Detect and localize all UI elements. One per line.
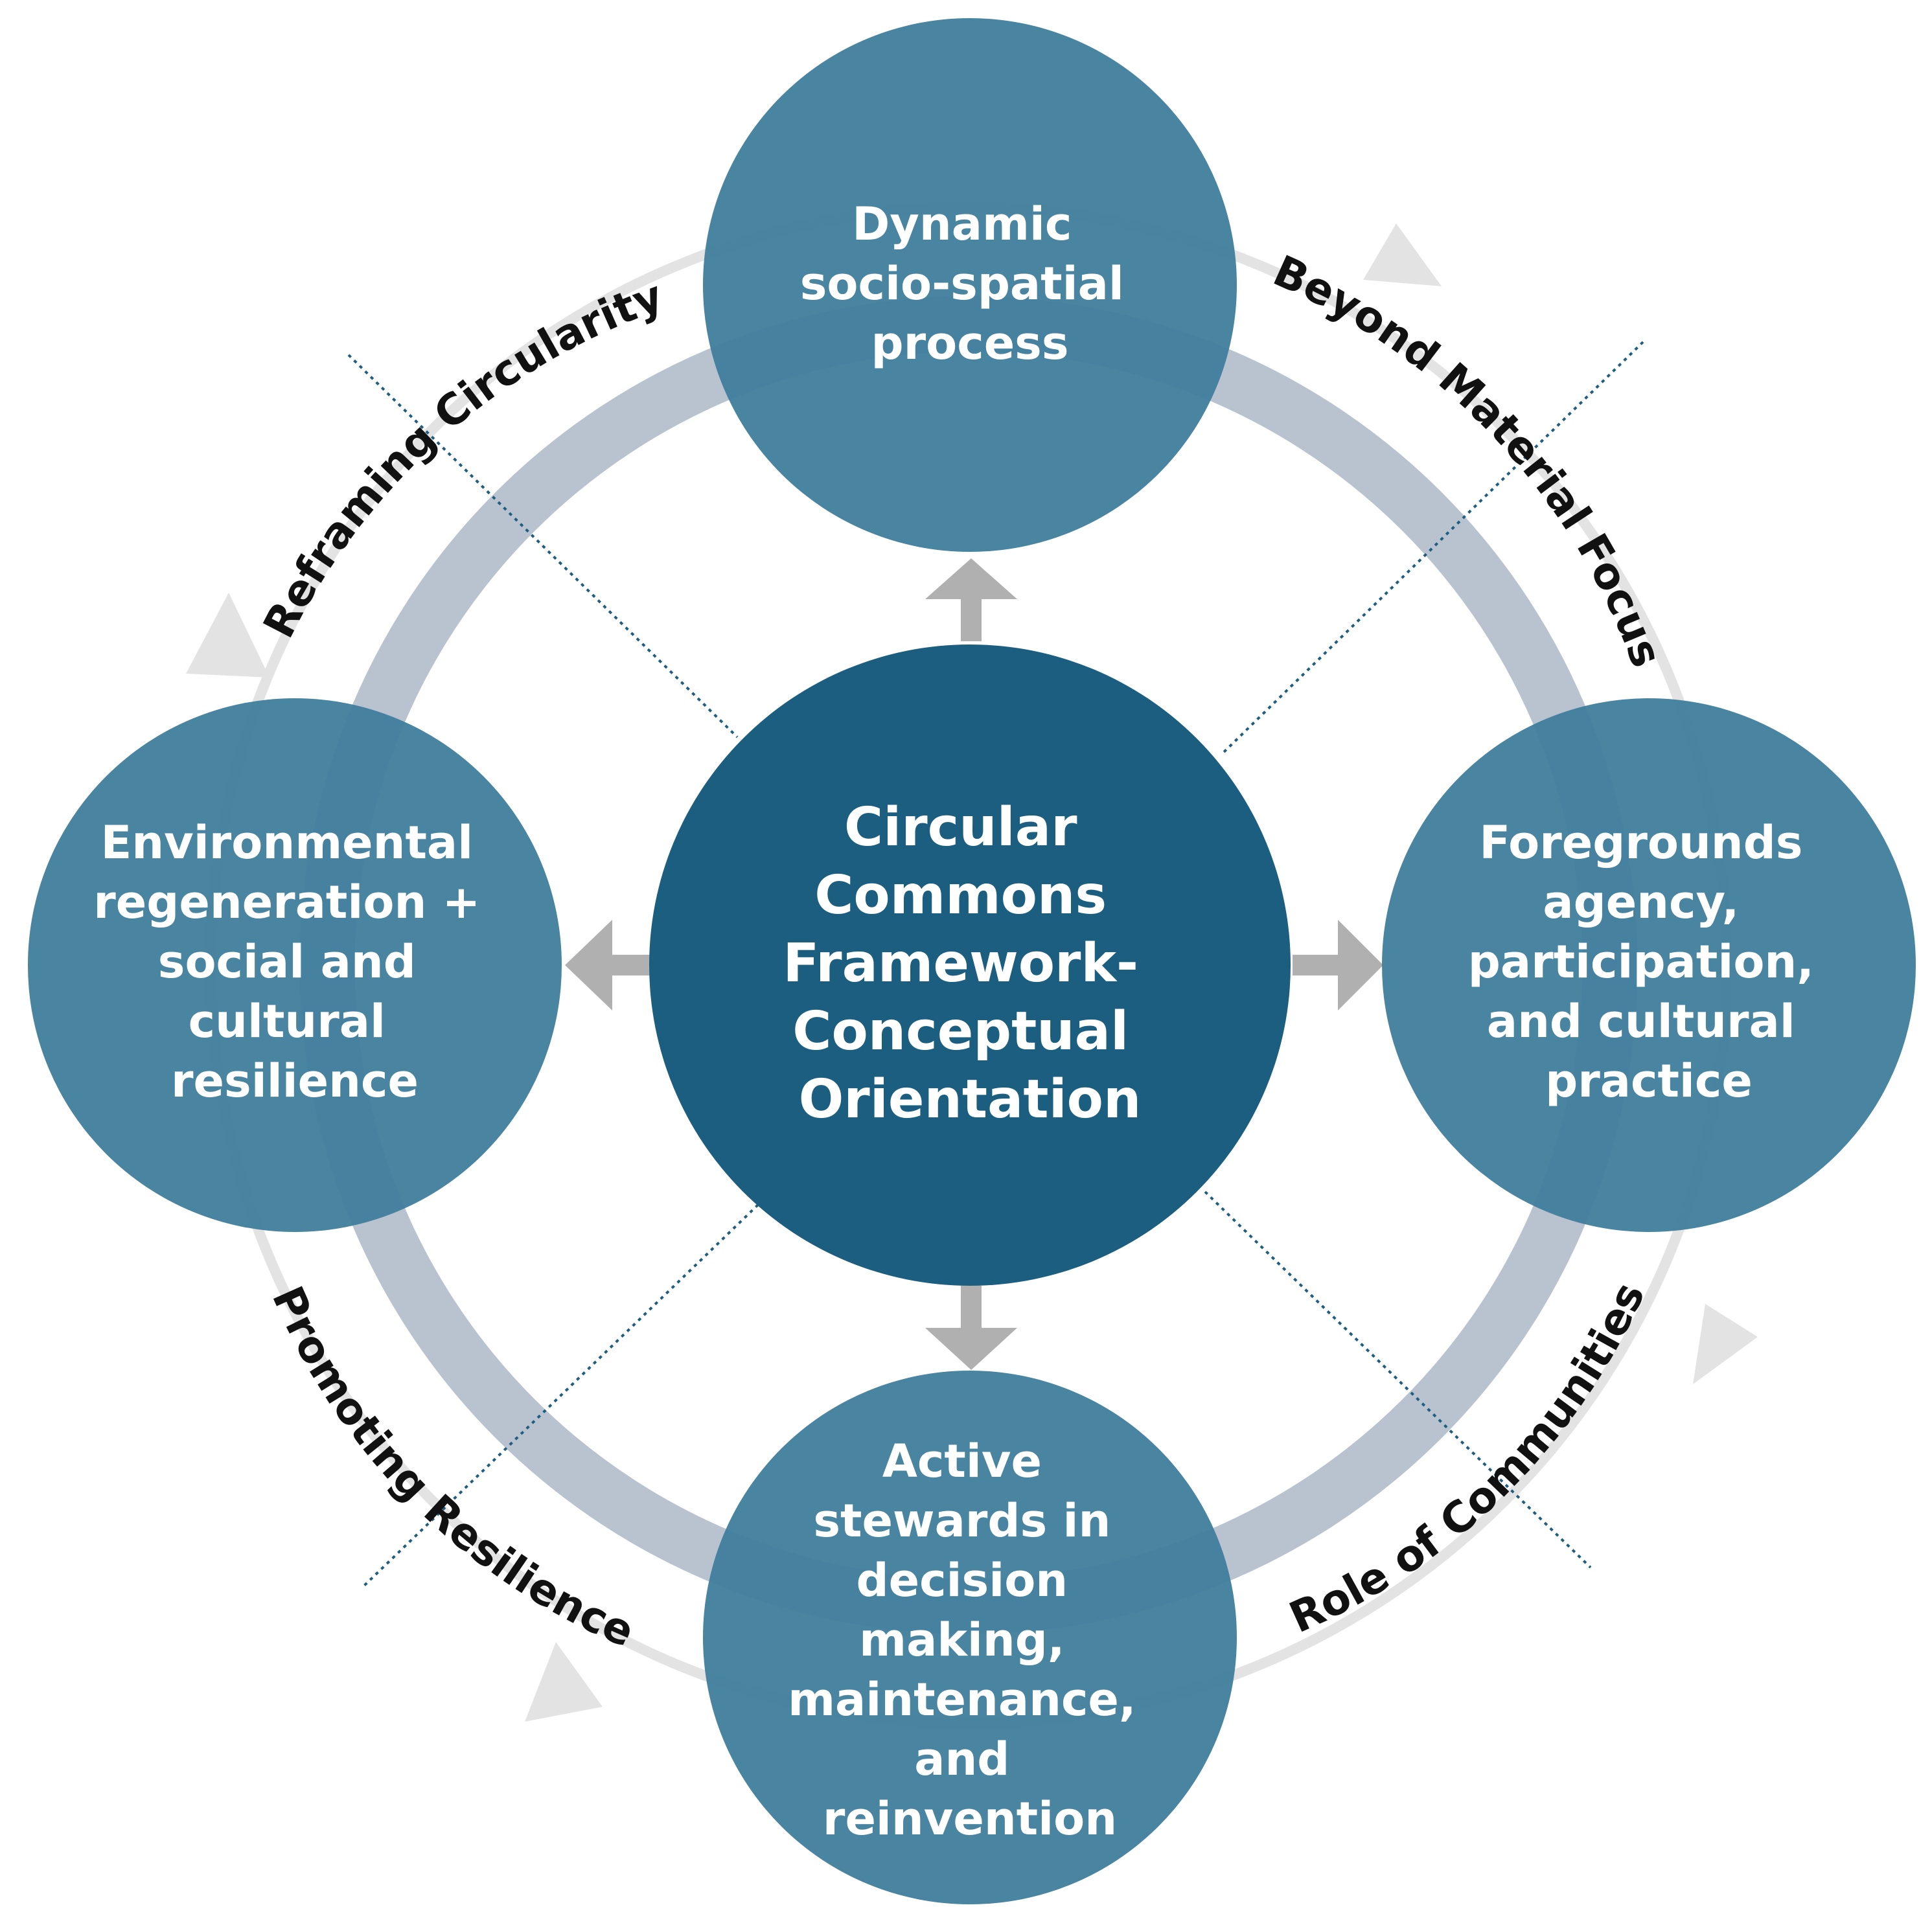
center-node: Circular Commons Framework- Conceptual O… [649,644,1291,1286]
center-circle [649,644,1291,1286]
node-left: Environmental regeneration + social and … [28,698,562,1232]
arrow-clockwise-icon [1693,1304,1758,1384]
divider-top-left [347,354,739,738]
diagonal-dividers [347,341,1644,1588]
divider-bottom-left [362,1203,759,1588]
arrow-up-icon [925,558,1017,641]
node-top-label: Dynamic socio-spatial process [800,198,1140,370]
arrow-clockwise-icon [186,593,270,678]
center-arrows [565,558,1383,1370]
outer-cycle-arrows [186,223,1758,1722]
node-left-circle [28,698,562,1232]
arrow-clockwise-icon [525,1642,603,1722]
arrow-clockwise-icon [1363,223,1442,286]
node-left-label: Environmental regeneration + social and … [93,816,496,1108]
node-bottom-label: Active stewards in decision making, main… [788,1435,1152,1845]
arrow-right-icon [1293,920,1383,1010]
node-right-circle [1382,698,1916,1232]
divider-top-right [1220,341,1644,756]
node-top: Dynamic socio-spatial process [703,18,1237,552]
center-label: Circular Commons Framework- Conceptual O… [783,797,1156,1130]
node-bottom-circle [703,1371,1237,1904]
node-bottom: Active stewards in decision making, main… [703,1371,1237,1904]
node-top-circle [703,18,1237,552]
node-right: Foregrounds agency, participation, and c… [1382,698,1916,1232]
arrow-down-icon [925,1286,1017,1370]
arrow-left-icon [565,920,651,1010]
node-right-label: Foregrounds agency, participation, and c… [1468,816,1830,1108]
